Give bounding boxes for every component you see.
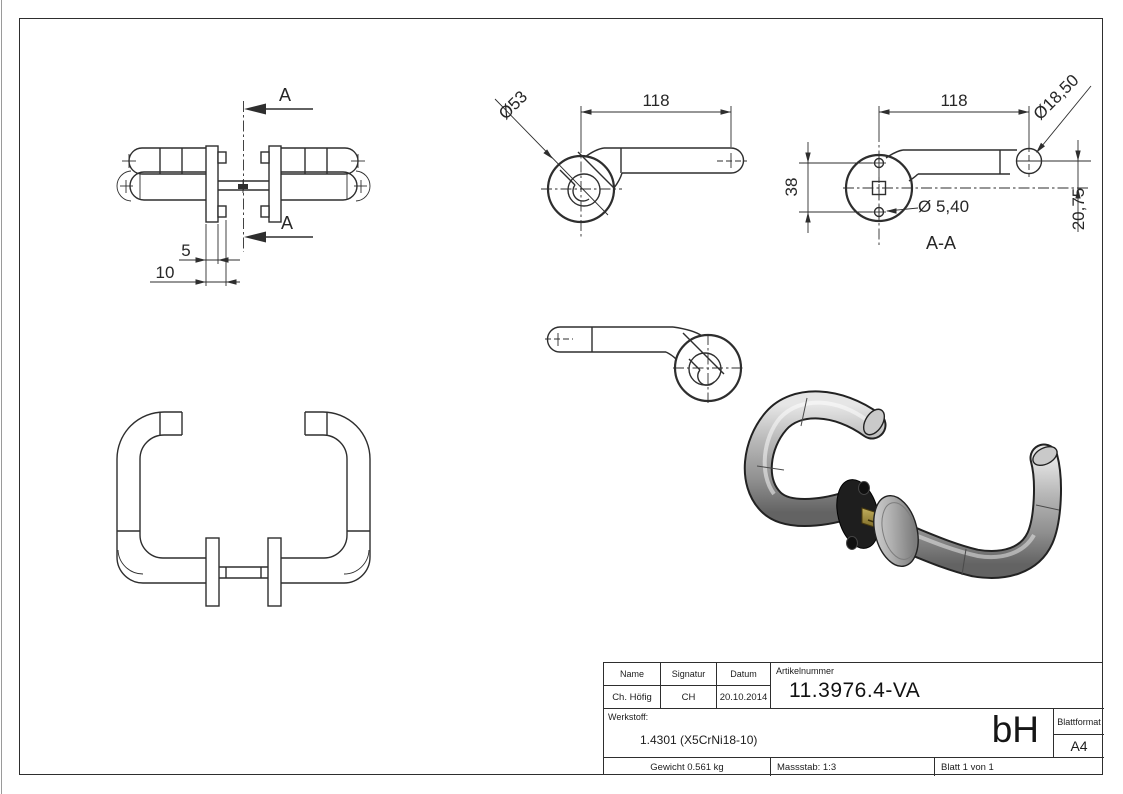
weight-value: Gewicht 0.561 kg [604,758,771,776]
material-value: 1.4301 (X5CrNi18-10) [640,733,758,747]
plan-rosette-plate-left [205,537,220,607]
plan-rosette-plate-right [267,537,282,607]
dim-label-10: 10 [156,263,175,282]
title-block-signature-label: Signatur [661,663,717,686]
render-3d-view [743,390,1062,579]
handle-end-cap-left [862,408,886,436]
dim-label-dia53: Ø53 [495,87,531,123]
dim-label-dia18-50: Ø18,50 [1030,71,1083,124]
assembly-plan-view [116,411,371,607]
dim-label-38: 38 [782,178,801,197]
section-arrow-top-icon [244,103,266,115]
dim-label-dia5-40: Ø 5,40 [918,197,969,216]
sheet-format-label: Blattformat [1054,709,1104,735]
title-block-date-label: Datum [717,663,771,686]
section-letter-bottom: A [281,213,293,233]
rosette-plate-right [268,145,282,223]
drawing-frame-border [19,18,1103,775]
company-logo: bH [991,709,1039,750]
front-view: A A [116,85,371,286]
section-title: A-A [926,233,956,253]
material-label: Werkstoff: [608,712,649,722]
title-block-name-label: Name [604,663,661,686]
signature-value: CH [661,686,717,709]
rosette-plate-left [205,145,219,223]
side-view-mirrored [545,326,744,403]
top-view: 118 Ø53 [494,87,747,239]
section-arrow-bottom-icon [244,231,266,243]
rosette-grey [873,495,919,567]
material-cell: Werkstoff: 1.4301 (X5CrNi18-10) bH [604,709,1054,758]
sheet-format-value: A4 [1054,735,1104,758]
scale-value: Massstab: 1:3 [771,758,935,776]
article-number-value: 11.3976.4-VA [789,679,921,702]
date-value: 20.10.2014 [717,686,771,709]
dim-label-118-top: 118 [642,91,669,110]
section-view-a-a: 118 Ø18,50 38 Ø 5,40 20,75 A-A [782,71,1092,253]
page-edge-line [1,0,2,794]
name-value: Ch. Höfig [604,686,661,709]
dim-label-5: 5 [181,241,190,260]
dim-label-118-section: 118 [940,91,967,110]
article-number-label: Artikelnummer [776,666,835,676]
dim-label-20-75: 20,75 [1069,188,1088,231]
sheet-number-value: Blatt 1 von 1 [941,761,994,773]
title-block: Name Signatur Datum Artikelnummer 11.397… [603,662,1104,776]
section-letter-top: A [279,85,291,105]
article-number-cell: Artikelnummer 11.3976.4-VA [771,663,1104,709]
handle-end-cap-right [1032,445,1058,467]
